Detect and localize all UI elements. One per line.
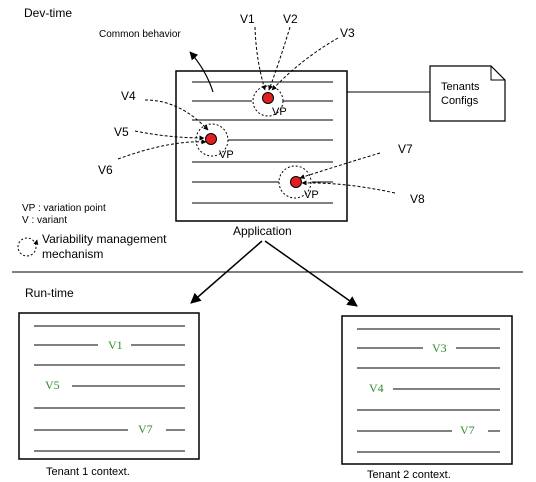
v5-label: V5 xyxy=(114,125,129,139)
tenants-configs-line2: Configs xyxy=(441,95,479,107)
application-box xyxy=(175,70,348,222)
legend-mechanism-line1: Variability management xyxy=(42,232,167,246)
common-behavior-label: Common behavior xyxy=(99,29,181,40)
legend-mechanism-line2: mechanism xyxy=(42,247,103,261)
v6-arrow xyxy=(117,139,207,160)
vp2-dot xyxy=(205,133,217,145)
v7-arrow xyxy=(299,152,381,179)
tenants-configs-doc xyxy=(429,65,506,122)
vp3-dot xyxy=(290,176,302,188)
tenant2-v4: V4 xyxy=(369,381,384,395)
v6-label: V6 xyxy=(98,163,113,177)
v7-label: V7 xyxy=(398,142,413,156)
v8-label: V8 xyxy=(410,192,425,206)
v1-label: V1 xyxy=(240,12,255,26)
tenant2-box xyxy=(341,315,513,465)
vp2-mechanism-circle xyxy=(195,123,229,157)
legend-mechanism-arrow xyxy=(33,239,39,245)
common-behavior-arrow xyxy=(189,51,214,93)
v1-arrow xyxy=(254,26,267,91)
tenant2-lines xyxy=(357,328,500,453)
v5-arrow xyxy=(134,130,205,141)
application-label: Application xyxy=(233,224,292,238)
vp3-label: VP xyxy=(304,189,319,201)
vp1-label: VP xyxy=(272,106,287,118)
run-time-label: Run-time xyxy=(25,286,74,300)
v2-label: V2 xyxy=(283,12,298,26)
variant-arrows xyxy=(117,26,396,194)
legend-mechanism-icon xyxy=(17,237,37,257)
tenant2-context-label: Tenant 2 context. xyxy=(367,469,451,481)
v3-label: V3 xyxy=(340,26,355,40)
v8-arrow xyxy=(301,180,396,194)
vp1-mechanism-circle xyxy=(252,85,284,117)
v4-label: V4 xyxy=(121,89,136,103)
tenant1-context-label: Tenant 1 context. xyxy=(46,466,130,478)
tenant2-v3: V3 xyxy=(432,341,447,355)
deploy-arrow-tenant1 xyxy=(190,240,263,304)
vp3-mechanism-circle xyxy=(278,165,312,199)
deploy-arrow-tenant2 xyxy=(264,240,358,307)
v2-arrow xyxy=(268,26,291,91)
doc-fold xyxy=(490,66,505,81)
v4-arrow xyxy=(144,99,209,131)
dev-time-label: Dev-time xyxy=(24,6,72,20)
legend-vp: VP : variation point xyxy=(22,203,106,214)
tenant1-lines xyxy=(34,325,185,452)
tenant1-v7: V7 xyxy=(138,422,153,436)
tenants-configs-line1: Tenants xyxy=(441,81,480,93)
tenant1-v1: V1 xyxy=(108,338,123,352)
vp2-label: VP xyxy=(219,149,234,161)
tenant1-v5: V5 xyxy=(45,378,60,392)
application-lines xyxy=(192,81,333,204)
vp1-dot xyxy=(262,92,274,104)
v3-arrow xyxy=(271,37,339,91)
tenant2-v7: V7 xyxy=(460,423,475,437)
legend-v: V : variant xyxy=(22,215,67,226)
